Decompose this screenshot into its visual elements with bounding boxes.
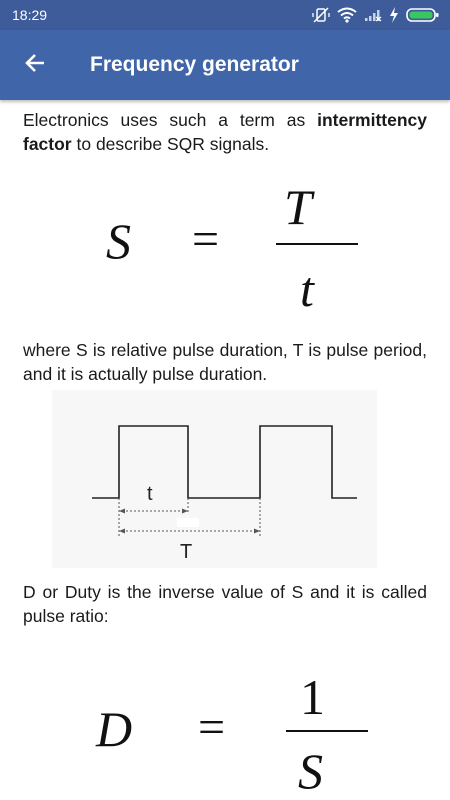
signal-icon — [364, 8, 382, 22]
square-wave — [92, 425, 357, 499]
intermittency-factor-term: intermittency factor — [23, 110, 427, 154]
definition-paragraph: where S is relative pulse duration, T is… — [23, 340, 427, 384]
app-bar: Frequency generator — [0, 30, 450, 100]
intro-text-suffix: to describe SQR signals. — [71, 134, 270, 154]
intro-paragraph: Electronics uses such a term as intermit… — [23, 108, 427, 156]
formula-s-lhs: S — [106, 213, 131, 269]
formula-d-fraction-line — [286, 730, 368, 732]
formula-s-denominator: t — [300, 261, 314, 317]
back-button[interactable] — [0, 30, 70, 100]
article-content[interactable]: Electronics uses such a term as intermit… — [0, 100, 450, 800]
formula-d-equals: = — [198, 701, 226, 754]
formula-d-denominator: S — [298, 743, 323, 799]
status-time: 18:29 — [12, 7, 48, 23]
vibrate-off-icon — [312, 7, 330, 23]
duty-paragraph: D or Duty is the inverse value of S and … — [23, 582, 427, 626]
arrow-left-icon — [24, 52, 46, 79]
battery-icon — [406, 7, 440, 23]
formula-s-fraction-line — [276, 243, 358, 245]
charging-icon — [389, 7, 399, 23]
status-bar: 18:29 — [0, 0, 450, 30]
label-T: T — [180, 541, 192, 563]
intro-text-prefix: Electronics uses such a term as — [23, 110, 318, 130]
label-t: t — [147, 483, 153, 505]
formula-d-numerator: 1 — [300, 669, 325, 725]
formula-d-lhs: D — [96, 701, 133, 757]
formula-s-numerator: T — [284, 179, 312, 235]
wifi-icon — [337, 7, 357, 23]
status-icons — [312, 7, 440, 23]
app-title: Frequency generator — [90, 53, 299, 76]
formula-s-equals: = — [192, 213, 220, 266]
pulse-diagram: t T — [52, 390, 377, 568]
